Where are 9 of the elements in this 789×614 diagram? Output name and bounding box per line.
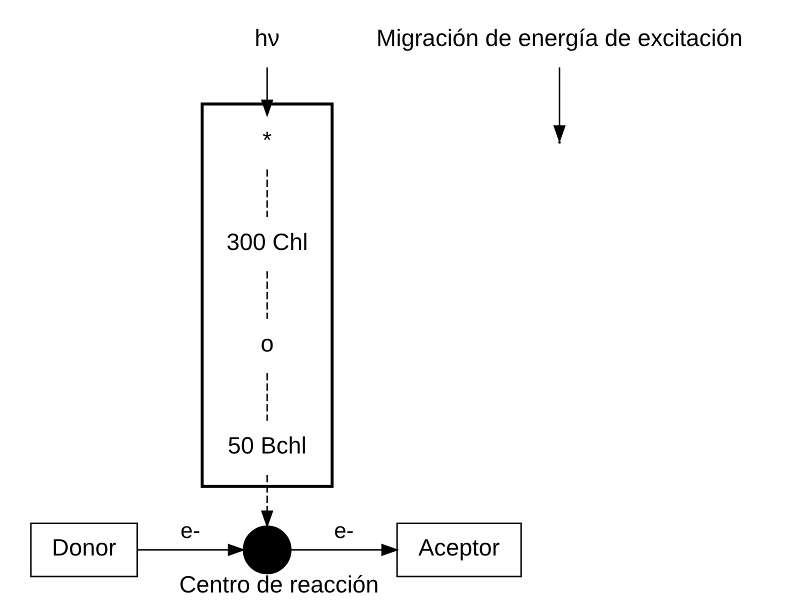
node-text: hν [254, 26, 280, 52]
node-text: o [260, 332, 274, 358]
node-text: 50 Bchl [228, 434, 307, 460]
node-text: * [262, 128, 272, 154]
node-text: Migración de energía de excitación [376, 26, 743, 52]
edge-label: e- [334, 518, 354, 544]
node-label: Centro de reacción [179, 572, 379, 598]
edge-label: e- [180, 518, 200, 544]
node-text: 300 Chl [226, 230, 308, 256]
